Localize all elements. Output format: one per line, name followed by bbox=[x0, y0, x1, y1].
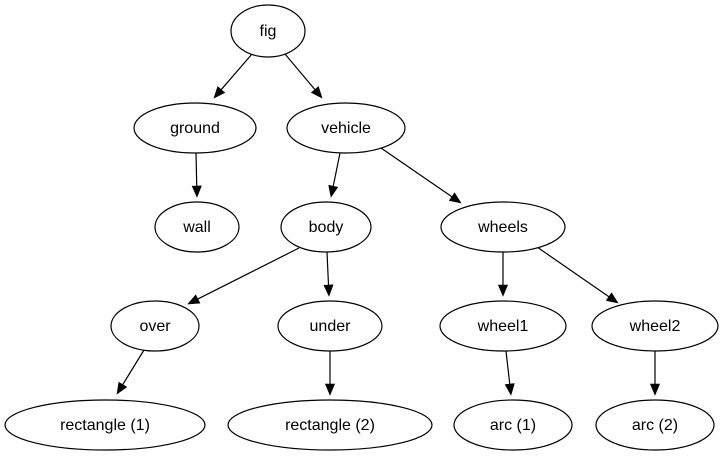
node-ellipse-vehicle[interactable] bbox=[286, 102, 406, 154]
node-wheels[interactable]: wheels bbox=[440, 201, 566, 253]
node-label-arc2: arc (2) bbox=[632, 417, 678, 434]
edge-wheels-to-wheel2 bbox=[536, 246, 619, 304]
node-wheel1[interactable]: wheel1 bbox=[439, 300, 567, 352]
edge-line bbox=[219, 53, 253, 92]
node-ellipse-rectangle1[interactable] bbox=[4, 399, 206, 451]
node-ellipse-fig[interactable] bbox=[230, 4, 306, 58]
node-rectangle1[interactable]: rectangle (1) bbox=[4, 399, 206, 451]
edge-line bbox=[326, 251, 330, 287]
edge-arrowhead-icon bbox=[187, 294, 201, 305]
edge-arrowhead-icon bbox=[323, 284, 334, 297]
node-label-fig: fig bbox=[260, 23, 277, 40]
node-ground[interactable]: ground bbox=[133, 102, 257, 154]
edge-fig-to-ground bbox=[213, 53, 253, 99]
node-label-body: body bbox=[309, 219, 344, 236]
node-label-vehicle: vehicle bbox=[321, 120, 371, 137]
edge-line bbox=[536, 246, 611, 299]
edge-wheel1-to-arc1 bbox=[504, 350, 515, 396]
node-label-under: under bbox=[310, 318, 352, 335]
edge-ground-to-wall bbox=[191, 152, 202, 198]
node-label-wheel1: wheel1 bbox=[477, 318, 529, 335]
node-wall[interactable]: wall bbox=[154, 201, 240, 253]
edge-arrowhead-icon bbox=[116, 381, 128, 395]
edge-arrowhead-icon bbox=[448, 192, 462, 204]
node-ellipse-arc1[interactable] bbox=[453, 399, 573, 451]
edge-arrowhead-icon bbox=[213, 86, 226, 99]
node-label-wheel2: wheel2 bbox=[629, 318, 681, 335]
edge-wheel2-to-arc2 bbox=[649, 351, 661, 396]
node-ellipse-wheel1[interactable] bbox=[439, 300, 567, 352]
node-rectangle2[interactable]: rectangle (2) bbox=[227, 399, 433, 451]
node-ellipse-arc2[interactable] bbox=[595, 399, 715, 451]
node-ellipse-wheel2[interactable] bbox=[591, 300, 719, 352]
edge-line bbox=[195, 152, 198, 188]
edge-line bbox=[332, 152, 341, 188]
node-arc2[interactable]: arc (2) bbox=[595, 399, 715, 451]
node-label-ground: ground bbox=[170, 120, 220, 137]
edge-arrowhead-icon bbox=[310, 86, 323, 99]
edge-arrowhead-icon bbox=[324, 383, 336, 396]
edges-layer bbox=[116, 53, 661, 396]
node-ellipse-ground[interactable] bbox=[133, 102, 257, 154]
node-fig[interactable]: fig bbox=[230, 4, 306, 58]
edge-arrowhead-icon bbox=[191, 185, 202, 198]
edge-body-to-under bbox=[323, 251, 334, 297]
node-under[interactable]: under bbox=[277, 300, 383, 352]
node-wheel2[interactable]: wheel2 bbox=[591, 300, 719, 352]
node-label-wheels: wheels bbox=[477, 219, 528, 236]
node-label-rectangle1: rectangle (1) bbox=[60, 417, 150, 434]
edge-arrowhead-icon bbox=[497, 284, 509, 297]
edge-under-to-rectangle2 bbox=[324, 351, 336, 396]
edge-arrowhead-icon bbox=[504, 383, 515, 396]
node-label-rectangle2: rectangle (2) bbox=[285, 417, 375, 434]
node-ellipse-wheels[interactable] bbox=[440, 201, 566, 253]
node-ellipse-rectangle2[interactable] bbox=[227, 399, 433, 451]
node-arc1[interactable]: arc (1) bbox=[453, 399, 573, 451]
edge-arrowhead-icon bbox=[605, 292, 619, 304]
edge-fig-to-vehicle bbox=[284, 53, 323, 99]
node-ellipse-under[interactable] bbox=[277, 300, 383, 352]
edge-arrowhead-icon bbox=[649, 383, 661, 396]
edge-line bbox=[196, 247, 300, 301]
edge-line bbox=[380, 147, 454, 199]
node-label-over: over bbox=[139, 318, 171, 335]
nodes-layer: fig ground vehicle wall body wheels over under w… bbox=[4, 4, 719, 451]
node-label-wall: wall bbox=[182, 219, 211, 236]
edge-line bbox=[121, 349, 145, 387]
edge-line bbox=[505, 350, 511, 386]
edge-line bbox=[284, 53, 317, 92]
node-body[interactable]: body bbox=[280, 201, 372, 253]
edge-wheels-to-wheel1 bbox=[497, 252, 509, 297]
edge-body-to-over bbox=[187, 247, 300, 305]
node-over[interactable]: over bbox=[110, 300, 200, 352]
edge-arrowhead-icon bbox=[328, 184, 339, 198]
node-ellipse-over[interactable] bbox=[110, 300, 200, 352]
edge-vehicle-to-wheels bbox=[380, 147, 462, 204]
node-vehicle[interactable]: vehicle bbox=[286, 102, 406, 154]
node-ellipse-body[interactable] bbox=[280, 201, 372, 253]
edge-vehicle-to-body bbox=[328, 152, 341, 198]
edge-over-to-rectangle1 bbox=[116, 349, 145, 395]
node-ellipse-wall[interactable] bbox=[154, 201, 240, 253]
node-label-arc1: arc (1) bbox=[490, 417, 536, 434]
